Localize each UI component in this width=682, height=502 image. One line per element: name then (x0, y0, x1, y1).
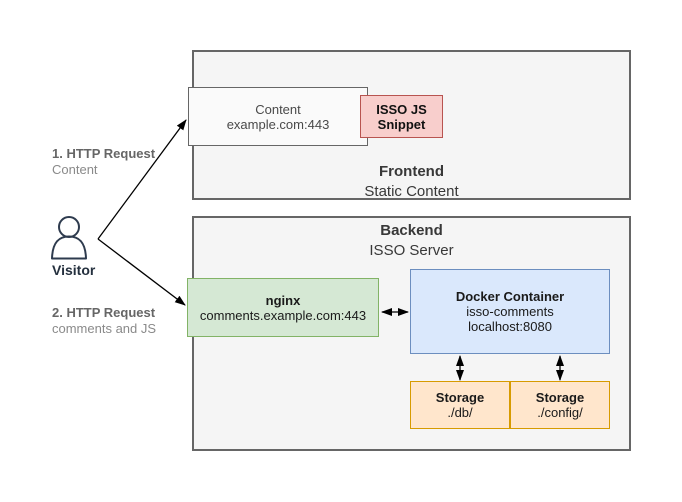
arrow-request-content (97, 119, 187, 240)
storage-config-line2: ./config/ (537, 405, 583, 420)
docker-box-line2: isso-comments (466, 304, 554, 319)
backend-title-text: Backend (380, 222, 443, 239)
frontend-title: Frontend Static Content (192, 163, 631, 200)
backend-title: Backend ISSO Server (192, 222, 631, 259)
label-http-request-1-title: 1. HTTP Request (52, 146, 156, 161)
isso-box-line2: Snippet (377, 116, 426, 132)
nginx-box-line1: nginx (265, 292, 301, 308)
label-http-request-1: 1. HTTP Request Content (52, 146, 155, 178)
nginx-box: nginx comments.example.com:443 (187, 278, 379, 337)
storage-db-line2: ./db/ (447, 405, 473, 420)
visitor-icon (51, 216, 87, 260)
nginx-box-line2: comments.example.com:443 (199, 307, 367, 323)
docker-box-line1: Docker Container (455, 289, 565, 304)
label-http-request-2: 2. HTTP Request comments and JS (52, 305, 156, 337)
label-http-request-1-sub: Content (52, 162, 98, 177)
frontend-title-text: Frontend (379, 163, 444, 180)
backend-subtitle-text: ISSO Server (369, 242, 454, 259)
isso-box-line1: ISSO JS (376, 101, 427, 117)
content-box-line1: Content (255, 101, 301, 117)
content-box: Content example.com:443 (188, 87, 368, 146)
storage-db-line1: Storage (435, 390, 485, 405)
storage-db-box: Storage ./db/ (410, 381, 510, 429)
docker-box-line3: localhost:8080 (468, 319, 552, 334)
isso-js-snippet-box: ISSO JS Snippet (360, 95, 443, 138)
visitor-label: Visitor (52, 262, 96, 278)
storage-config-box: Storage ./config/ (510, 381, 610, 429)
label-http-request-2-title: 2. HTTP Request (52, 305, 156, 320)
label-http-request-2-sub: comments and JS (52, 321, 157, 336)
content-box-line2: example.com:443 (226, 116, 330, 132)
docker-container-box: Docker Container isso-comments localhost… (410, 269, 610, 354)
frontend-subtitle-text: Static Content (364, 183, 459, 200)
arrow-request-comments (97, 238, 186, 306)
storage-config-line1: Storage (535, 390, 585, 405)
